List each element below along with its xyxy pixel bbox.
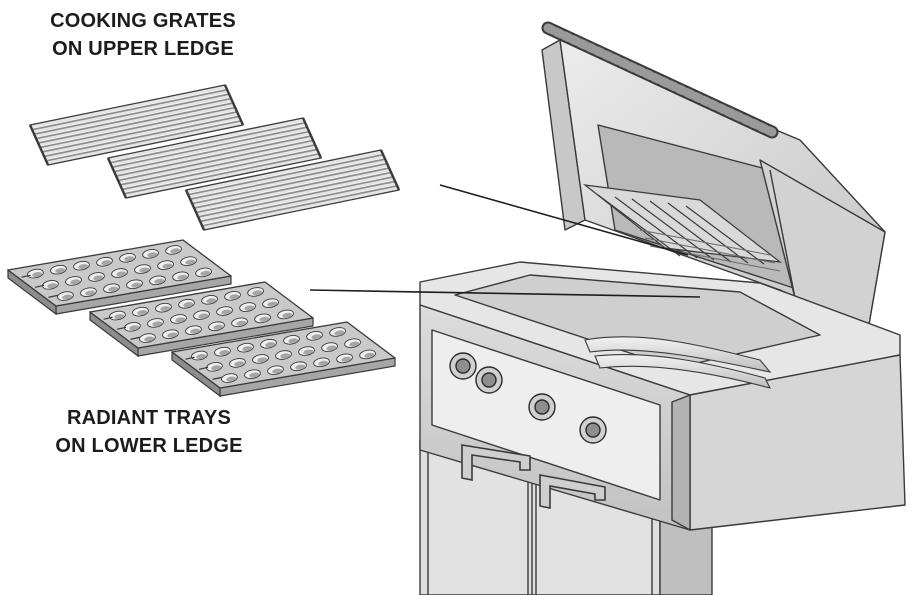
radiant-tray-3	[171, 321, 396, 398]
cooking-grate-3	[184, 149, 401, 231]
right-door-handle	[539, 474, 606, 509]
grates-leader-line	[439, 184, 689, 256]
cooking-grates	[28, 84, 401, 231]
trays-leader-line	[309, 289, 701, 298]
door-handles	[461, 444, 606, 509]
radiant-trays	[7, 239, 396, 398]
knob-2	[475, 366, 503, 394]
lid-edge	[769, 169, 796, 299]
grill-head	[419, 261, 906, 531]
knob-4	[579, 416, 607, 444]
grill-cart	[419, 439, 713, 595]
cooking-grates-label: COOKING GRATES ON UPPER LEDGE	[18, 7, 268, 63]
side-shelf-edge	[671, 394, 691, 531]
control-knobs	[449, 352, 607, 444]
radiant-trays-label-line-1: RADIANT TRAYS	[66, 407, 232, 429]
knob-3	[528, 393, 556, 421]
cooking-grates-label-line-1: COOKING GRATES	[50, 10, 236, 32]
cooking-grates-label-line-2: ON UPPER LEDGE	[52, 38, 234, 60]
rotisserie-rod	[541, 21, 779, 139]
left-door-handle	[461, 444, 531, 481]
radiant-trays-label: RADIANT TRAYS ON LOWER LEDGE	[20, 404, 278, 460]
knob-1	[449, 352, 477, 380]
warming-rack	[582, 184, 783, 265]
cooking-grate-1	[28, 84, 245, 166]
radiant-tray-2	[89, 281, 314, 358]
radiant-tray-1	[7, 239, 232, 316]
radiant-trays-label-line-2: ON LOWER LEDGE	[55, 435, 243, 457]
burner-tubes	[584, 336, 772, 389]
cooking-grate-2	[106, 117, 323, 199]
